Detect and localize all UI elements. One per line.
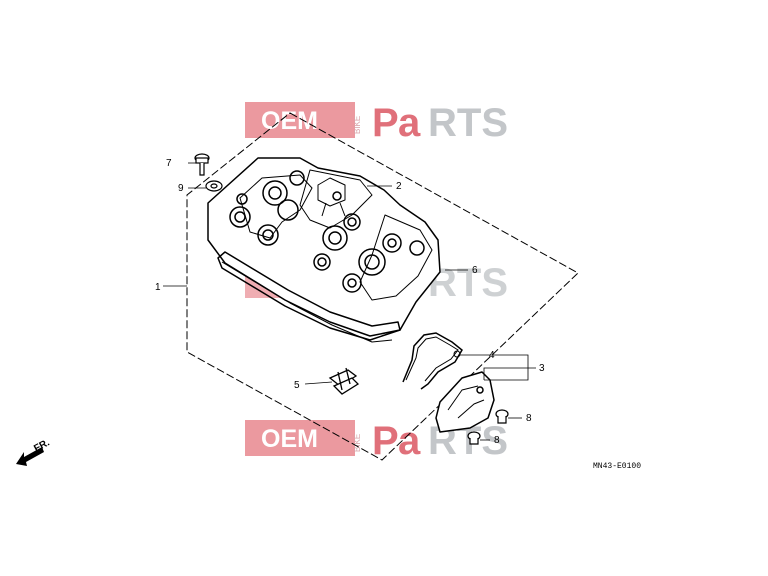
- callout-6: 6: [472, 265, 478, 276]
- front-label: FR.: [32, 437, 52, 454]
- callout-9: 9: [178, 183, 184, 194]
- bolt-part-7: [194, 153, 210, 176]
- callout-4: 4: [489, 350, 495, 361]
- cylinder-head-cover: [207, 157, 441, 343]
- watermark-oem-text: OEM: [261, 107, 318, 135]
- callout-7: 7: [166, 158, 172, 169]
- watermark-bike-text: BIKE: [353, 434, 362, 452]
- watermark-rts-text: RTS: [428, 261, 508, 305]
- watermark-rts-text: RTS: [428, 101, 508, 145]
- callout-8-lower: 8: [494, 435, 500, 446]
- watermark-oem-text: OEM: [261, 425, 318, 453]
- watermark-bike-text: BIKE: [353, 116, 362, 134]
- gasket-part-4: [402, 332, 463, 390]
- callout-5: 5: [294, 380, 300, 391]
- assembly-boundary: [186, 112, 579, 461]
- bolt-part-8-upper: [495, 409, 509, 424]
- watermark-p-text: P: [372, 101, 399, 145]
- leader-lines: [163, 162, 536, 441]
- callout-8-upper: 8: [526, 413, 532, 424]
- washer-part-9: [205, 180, 223, 192]
- watermark-top: OEM BIKE P a RTS: [245, 101, 508, 145]
- front-arrow-icon: [16, 447, 44, 466]
- bolt-part-8-lower: [467, 431, 481, 445]
- front-direction-indicator: FR.: [16, 437, 52, 466]
- clip-part-5: [328, 367, 360, 395]
- watermark-p-text: P: [372, 419, 399, 463]
- callout-3: 3: [539, 363, 545, 374]
- side-cover-part-3: [435, 371, 495, 433]
- callout-1: 1: [155, 282, 161, 293]
- callout-2: 2: [396, 181, 402, 192]
- watermark-a-text: a: [398, 419, 421, 463]
- watermark-a-text: a: [398, 101, 421, 145]
- watermark-bottom: OEM BIKE P a RTS: [245, 419, 508, 463]
- diagram-code: MN43-E0100: [593, 462, 641, 471]
